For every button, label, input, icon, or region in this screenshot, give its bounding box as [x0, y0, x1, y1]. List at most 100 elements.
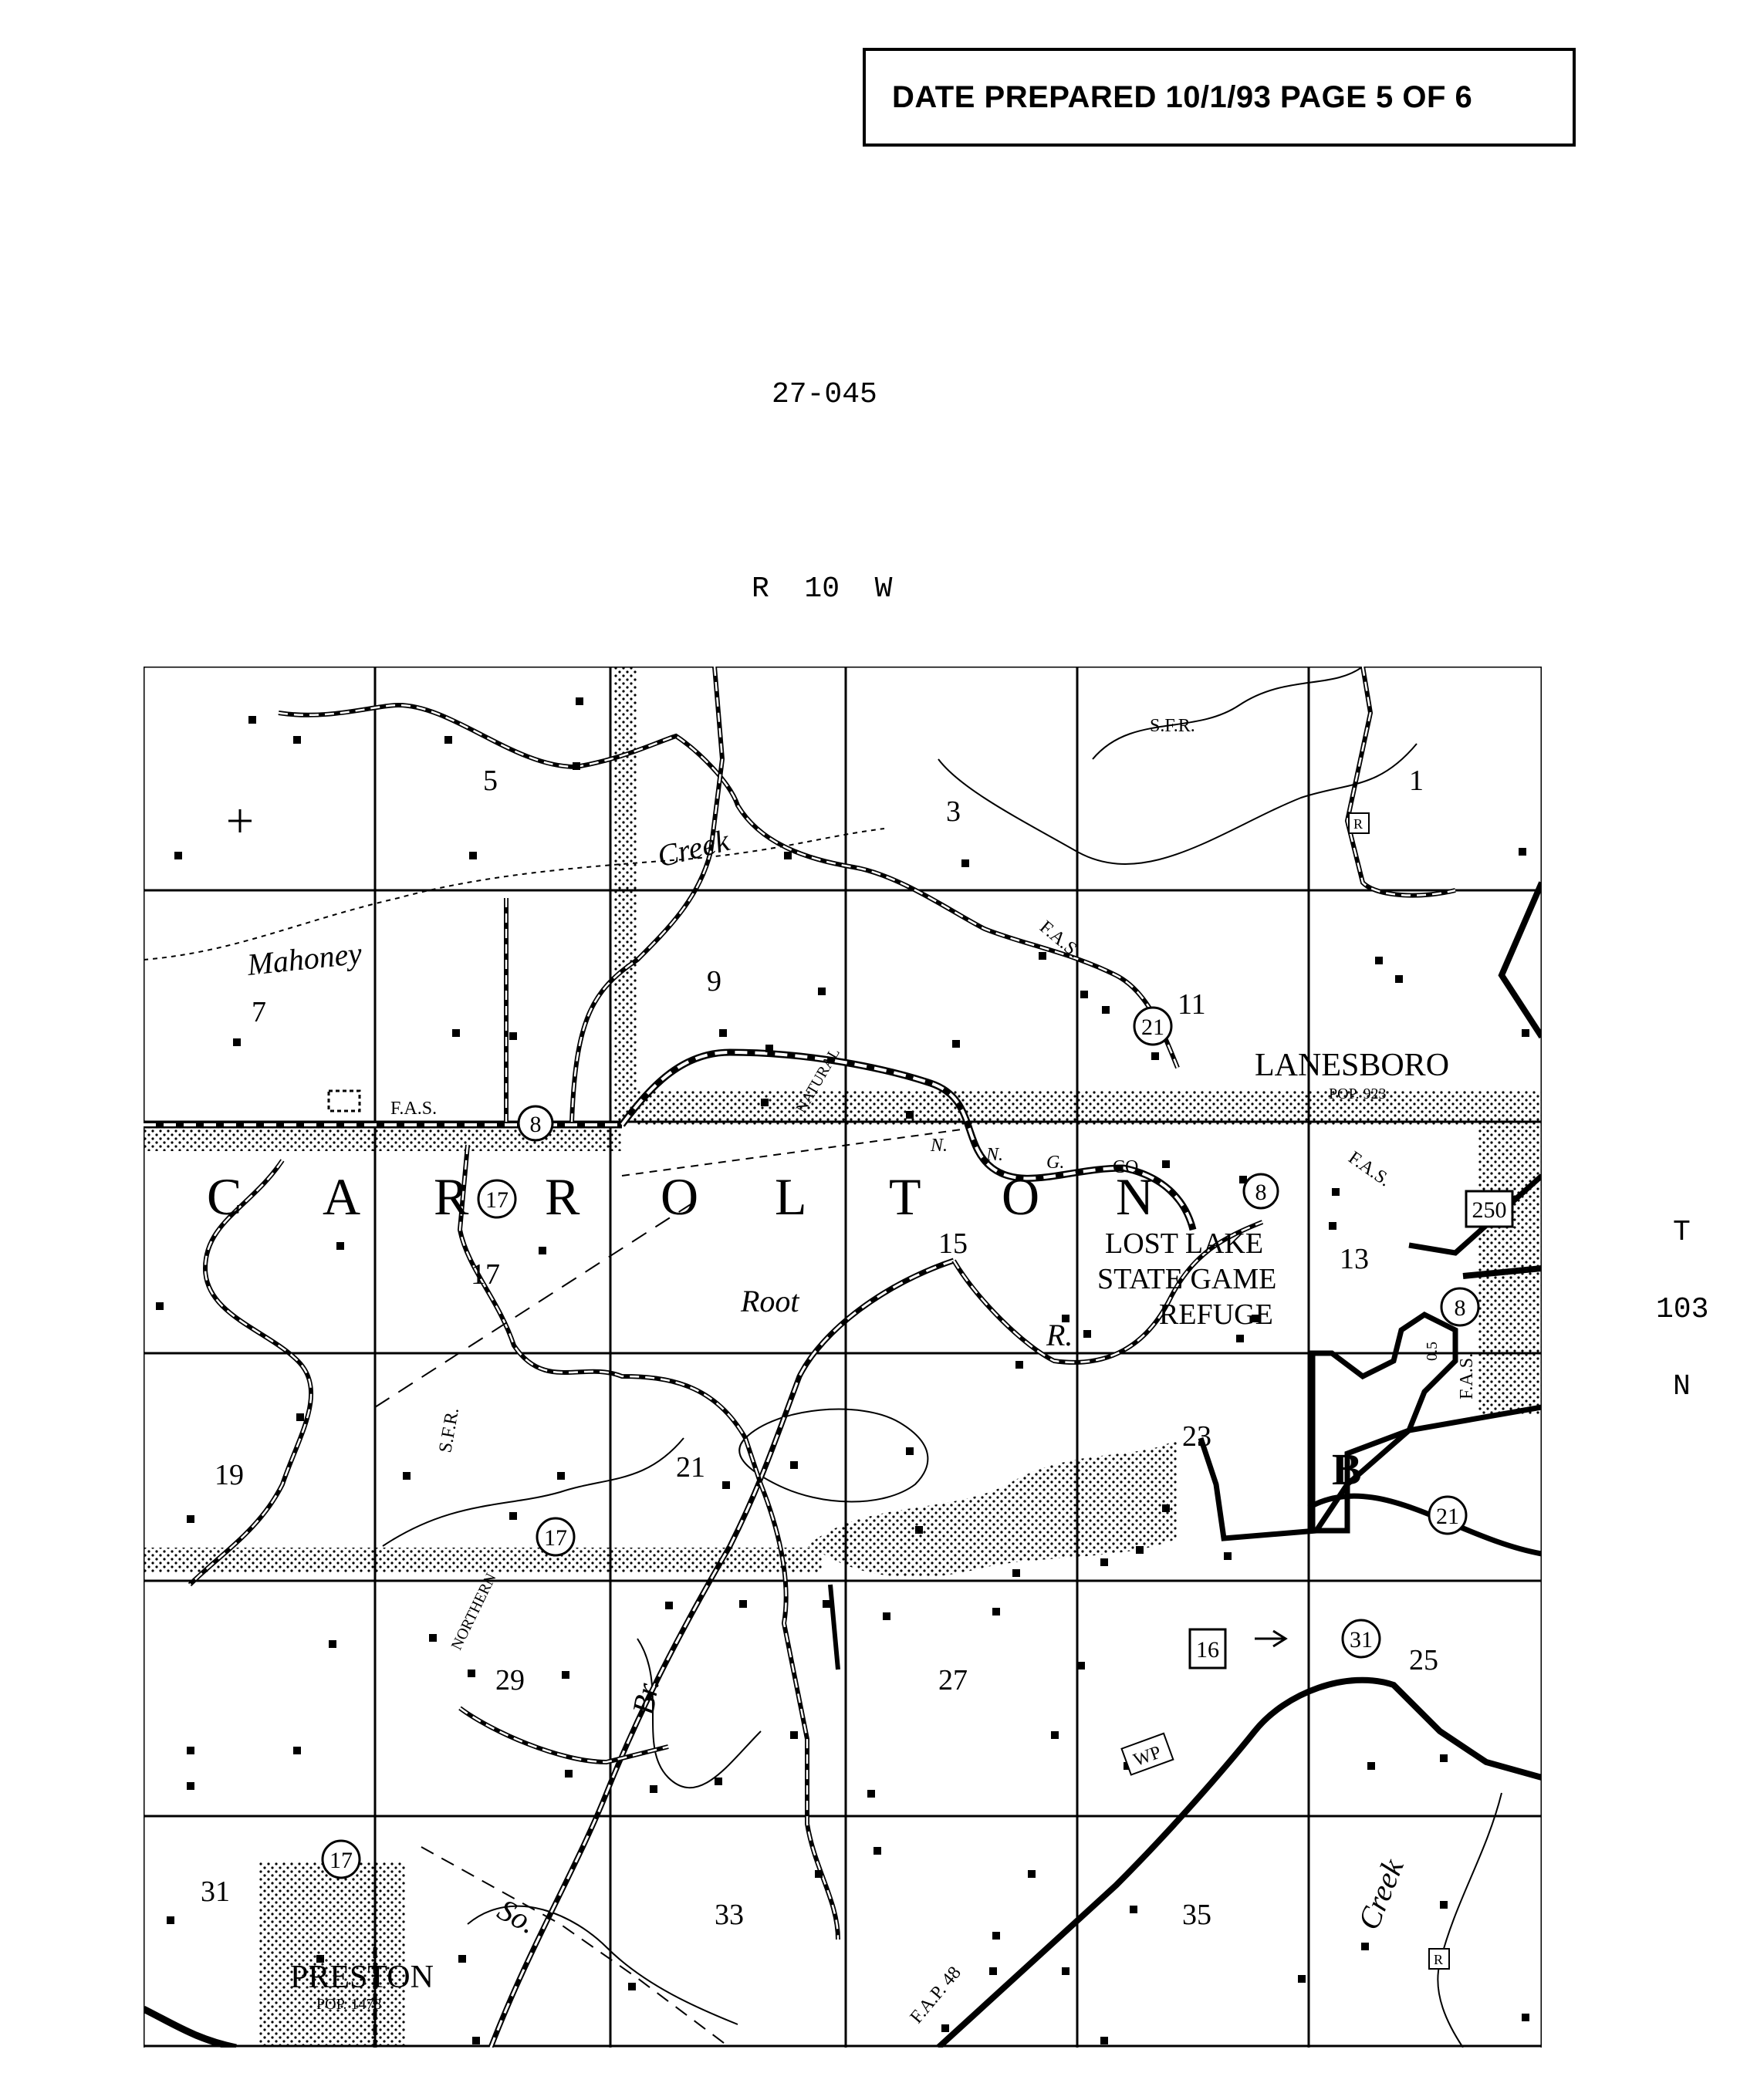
route-shield: 21 [1133, 1006, 1173, 1046]
township-name: C A R R O L T O N [207, 1167, 1154, 1226]
section-number: 19 [215, 1459, 244, 1491]
section-number: 17 [471, 1258, 500, 1291]
section-number: 1 [1409, 765, 1424, 797]
svg-text:16: 16 [1196, 1637, 1219, 1663]
svg-text:R: R [1353, 816, 1363, 832]
svg-text:8: 8 [1455, 1295, 1466, 1321]
township-t: T [1673, 1216, 1691, 1249]
route-shield: 17 [477, 1179, 517, 1219]
road-label: CO. [1113, 1157, 1143, 1177]
road-label: F.A.P. 48 [907, 1963, 965, 2027]
section-number: 13 [1340, 1243, 1369, 1275]
svg-text:250: 250 [1472, 1197, 1507, 1223]
township-letter: C [207, 1167, 242, 1226]
town-name: PRESTON [290, 1960, 434, 1995]
town-population: POP. 1478 [316, 1996, 381, 2013]
road-label: F.A.S. [1345, 1148, 1394, 1191]
svg-text:8: 8 [530, 1112, 542, 1137]
svg-text:R: R [1434, 1952, 1443, 1967]
city-marker: B [1332, 1444, 1362, 1494]
city-boundary [1309, 1311, 1458, 1534]
section-number: 25 [1409, 1644, 1438, 1676]
township-letter: R [545, 1167, 580, 1226]
streams [143, 666, 1502, 2048]
route-shield: 250 [1465, 1190, 1514, 1228]
township-letter: R [434, 1167, 469, 1226]
map-id: 27-045 [772, 378, 877, 411]
township-letter: O [1002, 1167, 1039, 1226]
road-label: N. [985, 1145, 1003, 1165]
township-letter: A [323, 1167, 360, 1226]
stream-labels: Creek Mahoney Root R. Br. So. Creek [245, 822, 1411, 1940]
stream-label: Mahoney [245, 936, 363, 982]
svg-text:17: 17 [485, 1187, 509, 1213]
road-label: N. [930, 1136, 948, 1156]
town-population: POP. 923 [1329, 1085, 1386, 1102]
arrow-icon [1255, 1629, 1288, 1648]
road-label: G. [1046, 1153, 1064, 1173]
section-numbers: 5 3 1 7 9 11 17 15 13 19 21 23 29 27 25 … [201, 765, 1438, 1931]
stream-label: Creek [654, 822, 733, 874]
r-marker: R [1348, 812, 1370, 834]
date-prepared-box: DATE PREPARED 10/1/93 PAGE 5 OF 6 [863, 48, 1576, 147]
route-shield: 17 [321, 1839, 361, 1879]
section-number: 9 [707, 965, 721, 998]
stream-label: R. [1046, 1318, 1073, 1352]
route-shield: 8 [1440, 1287, 1480, 1327]
stippled-areas [144, 667, 1542, 2048]
section-number: 5 [483, 765, 498, 797]
township-letter: T [889, 1167, 921, 1226]
stipple-band [144, 1548, 823, 1572]
road-label: F.A.S. [1457, 1353, 1477, 1399]
refuge-line: STATE GAME [1097, 1263, 1276, 1295]
refuge-line: REFUGE [1159, 1298, 1273, 1331]
stream-label: Creek [1351, 1853, 1411, 1934]
section-number: 27 [938, 1664, 968, 1697]
township-letter: N [1116, 1167, 1154, 1226]
township-map: 5 3 1 7 9 11 17 15 13 19 21 23 29 27 25 … [141, 665, 1545, 2051]
wp-marker: WP [1120, 1732, 1174, 1776]
stream-label: Root [740, 1284, 799, 1318]
r-marker: R [1428, 1948, 1450, 1970]
section-number: 21 [676, 1451, 705, 1484]
svg-text:17: 17 [329, 1848, 353, 1873]
route-shield: 16 [1188, 1628, 1227, 1670]
refuge-label: LOST LAKE STATE GAME REFUGE [1097, 1227, 1276, 1331]
section-number: 15 [938, 1227, 968, 1260]
township-letter: O [661, 1167, 698, 1226]
route-shield: 21 [1428, 1495, 1468, 1535]
church-icon [327, 1089, 361, 1112]
section-number: 35 [1182, 1899, 1211, 1931]
map-symbols [228, 809, 1288, 1648]
svg-text:17: 17 [544, 1525, 567, 1551]
range-label: R 10 W [752, 572, 893, 606]
house-markers [156, 697, 1529, 2044]
route-shield: 8 [517, 1105, 554, 1142]
section-number: 31 [201, 1875, 230, 1908]
road-label: S.F.R. [435, 1406, 463, 1454]
route-shield: 31 [1341, 1619, 1381, 1659]
road-label: S.F.R. [1150, 716, 1195, 736]
stipple-band [637, 1091, 1542, 1125]
route-shield: 17 [536, 1517, 576, 1557]
svg-text:31: 31 [1350, 1627, 1373, 1653]
svg-text:8: 8 [1255, 1180, 1267, 1205]
town-name: LANESBORO [1255, 1048, 1449, 1083]
road-label: F.A.S. [390, 1099, 437, 1119]
stream-label: Br. [626, 1676, 666, 1717]
stipple-strip [614, 667, 637, 1122]
map-svg: 5 3 1 7 9 11 17 15 13 19 21 23 29 27 25 … [141, 665, 1545, 2051]
section-number: 33 [715, 1899, 744, 1931]
township-n: N [1673, 1370, 1691, 1403]
section-number: 3 [946, 795, 961, 828]
section-number: 23 [1182, 1420, 1211, 1453]
refuge-line: LOST LAKE [1105, 1227, 1263, 1260]
roads [141, 666, 1545, 2051]
stream-label: So. [492, 1892, 542, 1940]
trail-line [621, 1129, 962, 1177]
svg-text:21: 21 [1436, 1504, 1459, 1529]
stipple-area [259, 1862, 406, 2048]
route-shields: 8 8 8 17 17 17 21 21 31 16 250 [321, 1006, 1514, 1879]
city-boundary [1462, 1265, 1543, 1279]
road-label: 0.5 [1424, 1342, 1441, 1361]
